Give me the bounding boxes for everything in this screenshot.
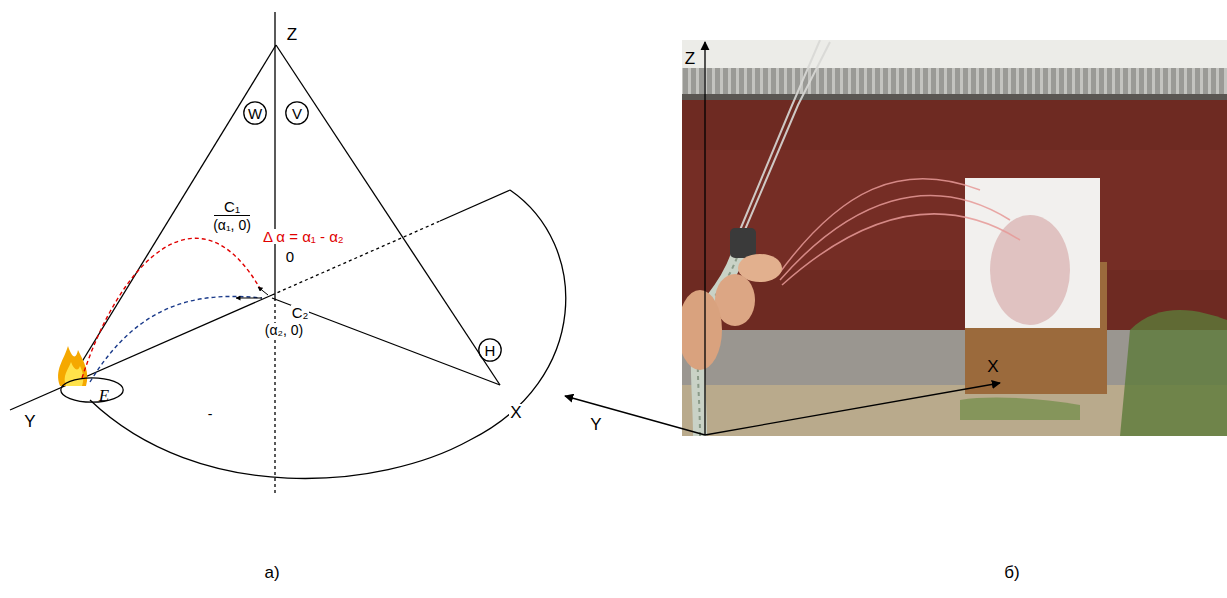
angle-difference: Δ α = α₁ - α₂ bbox=[262, 229, 345, 244]
node-text: H bbox=[485, 343, 496, 358]
axis-label: X bbox=[509, 404, 522, 421]
plane-marker: H bbox=[478, 338, 502, 362]
point-label: C₂ bbox=[291, 305, 310, 320]
origin-label: 0 bbox=[285, 249, 295, 264]
axis-label: Z bbox=[684, 50, 696, 67]
node-border bbox=[286, 102, 308, 124]
node-border bbox=[244, 102, 266, 124]
axis-label: X bbox=[986, 358, 999, 375]
panel-label: а) bbox=[263, 564, 280, 581]
node-border bbox=[61, 378, 123, 402]
source-ellipse: E bbox=[60, 377, 124, 403]
node-border bbox=[479, 339, 501, 361]
axis-label: Y bbox=[589, 416, 602, 433]
mark-label: - bbox=[207, 407, 214, 421]
node-text: E bbox=[99, 387, 109, 404]
panel-label: б) bbox=[1003, 564, 1020, 581]
axis-label: Y bbox=[23, 413, 36, 430]
trajectory-curves bbox=[82, 238, 268, 382]
experiment-photo bbox=[682, 40, 1227, 436]
axis-label: Z bbox=[286, 26, 298, 43]
node-outline bbox=[60, 377, 124, 403]
point-label: C₁ bbox=[223, 199, 241, 214]
plane-marker: W bbox=[243, 101, 267, 125]
coordinate-label: (α₁, 0) bbox=[212, 218, 252, 232]
photo-axes bbox=[565, 42, 1000, 435]
axes-drawing bbox=[10, 12, 566, 495]
node-text: V bbox=[292, 106, 302, 121]
node-text: W bbox=[248, 106, 262, 121]
plane-marker: V bbox=[285, 101, 309, 125]
coordinate-label: (α₂, 0) bbox=[264, 323, 304, 337]
